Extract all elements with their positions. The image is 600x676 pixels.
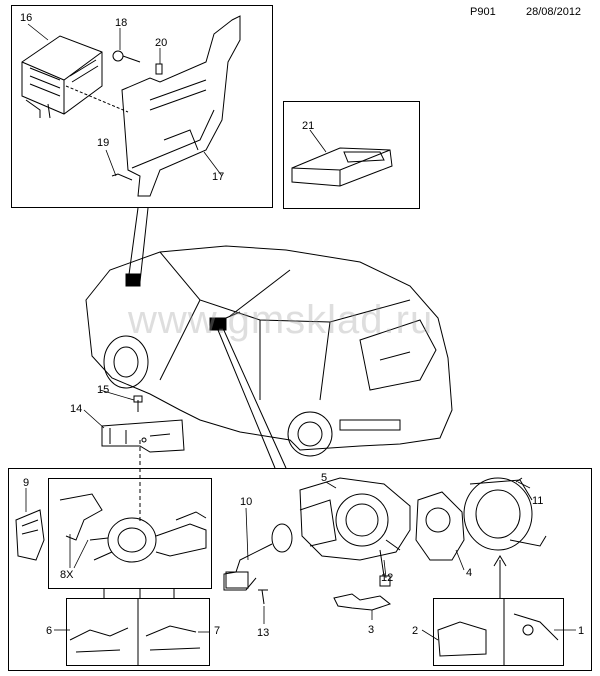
callout-5: 5 xyxy=(321,472,328,484)
callout-leaders xyxy=(25,23,576,641)
car-leader-lower xyxy=(217,325,287,469)
callout-15: 15 xyxy=(97,384,110,396)
callout-18: 18 xyxy=(115,17,128,29)
inset-module-21-box xyxy=(283,101,420,209)
screws-drawing xyxy=(111,50,163,181)
part-3-drawing xyxy=(333,593,392,611)
detail-1-2-drawing xyxy=(437,598,559,666)
car-drawing xyxy=(85,245,453,457)
ignition-lock-drawing xyxy=(59,493,207,563)
callout-1: 1 xyxy=(578,625,585,637)
callout-11: 11 xyxy=(532,495,544,507)
detail-6-7-drawing xyxy=(69,598,201,666)
part-10-drawing xyxy=(223,523,293,591)
module-21-drawing xyxy=(291,147,393,187)
part-13-drawing xyxy=(258,589,268,605)
inset-links-lower xyxy=(103,588,175,598)
clock-spring-drawing xyxy=(299,477,411,561)
watermark: www.gmsklad.ru xyxy=(128,298,434,342)
inset-ignition-lock-box xyxy=(48,478,212,589)
part-9-drawing xyxy=(15,509,45,561)
callout-2: 2 xyxy=(412,625,419,637)
callout-9: 9 xyxy=(23,477,30,489)
callout-17: 17 xyxy=(212,171,225,183)
plate-code: P901 xyxy=(470,6,496,18)
part-11-drawing xyxy=(463,477,547,551)
part-4-drawing xyxy=(415,491,465,561)
callout-6: 6 xyxy=(46,625,53,637)
callout-4: 4 xyxy=(466,567,473,579)
callout-7: 7 xyxy=(214,625,221,637)
bracket-drawing xyxy=(65,15,241,197)
arrow-to-column xyxy=(493,555,507,598)
callout-20: 20 xyxy=(155,37,168,49)
part-12-drawing xyxy=(379,549,391,587)
callout-16: 16 xyxy=(20,12,33,24)
callout-21: 21 xyxy=(302,120,315,132)
bracket-14-drawing xyxy=(101,395,185,453)
callout-3: 3 xyxy=(368,624,375,636)
callout-13: 13 xyxy=(257,627,270,639)
inset-detail-1-2-box xyxy=(433,598,564,666)
callout-14: 14 xyxy=(70,403,83,415)
callout-12: 12 xyxy=(381,572,394,584)
inset-leader-ecu xyxy=(127,207,149,283)
callout-8x: 8X xyxy=(60,569,74,581)
callout-10: 10 xyxy=(240,496,253,508)
inset-leader-module xyxy=(229,269,291,317)
ecu-module-drawing xyxy=(21,35,103,119)
inset-ecu-bracket-box xyxy=(11,5,273,208)
plate-date: 28/08/2012 xyxy=(526,6,582,18)
callout-19: 19 xyxy=(97,137,110,149)
